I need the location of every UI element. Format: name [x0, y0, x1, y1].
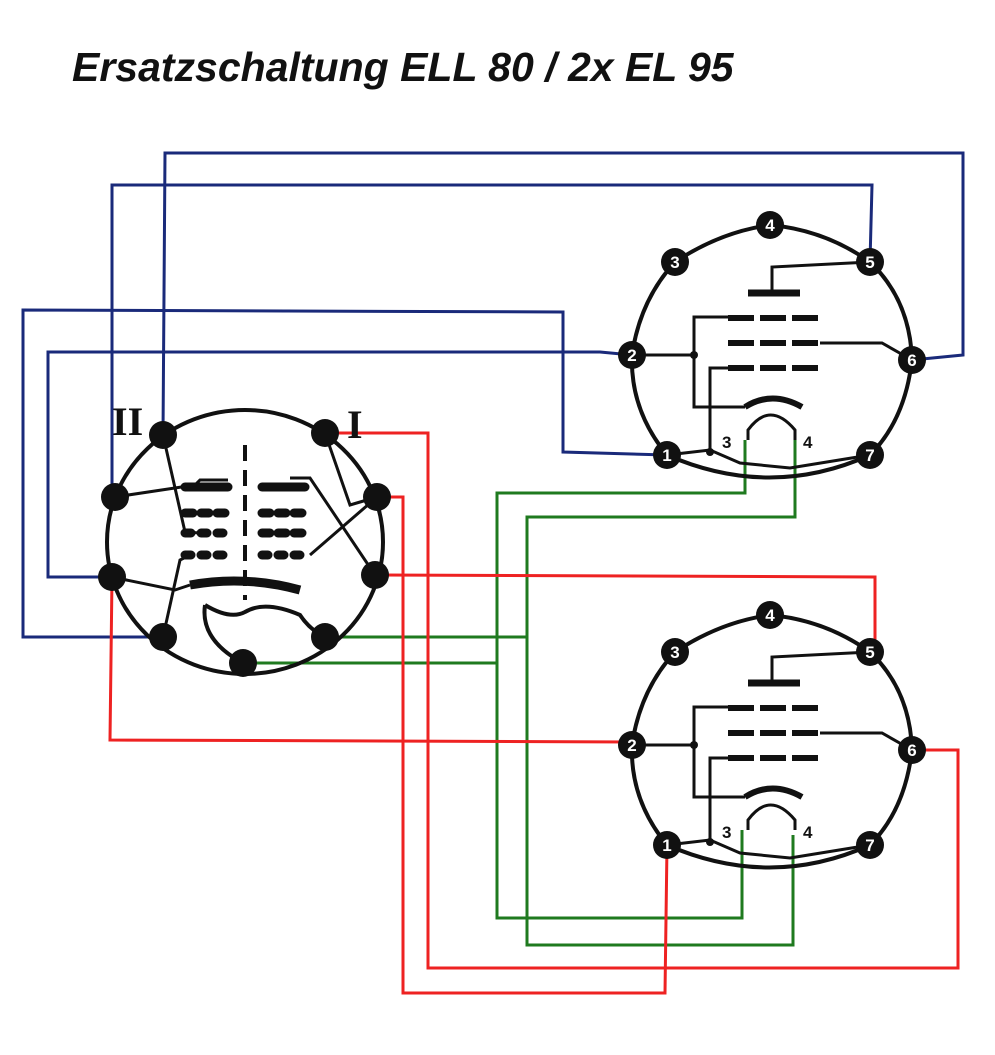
el95-bottom-pin-3	[661, 638, 689, 666]
el95-socket-top: 1 2 3 4 5 6 7 3 4	[618, 211, 926, 480]
wire-blue-1	[161, 151, 965, 436]
el95-bottom-heater-label-2: 4	[803, 823, 813, 842]
wire-green-2	[525, 637, 795, 947]
el95-top-pin-label-6: 6	[907, 351, 916, 370]
el95-bottom-pin-7	[856, 831, 884, 859]
el95-top-pin-label-4: 4	[765, 216, 775, 235]
el95-bottom-pin-label-5: 5	[865, 643, 874, 662]
el95-bottom-pin-label-1: 1	[662, 836, 671, 855]
system-label-i: I	[347, 402, 363, 447]
wire-blue-2	[110, 183, 874, 497]
diagram-title: Ersatzschaltung ELL 80 / 2x EL 95	[72, 44, 734, 90]
el95-bottom-pin-label-7: 7	[865, 836, 874, 855]
el95-bottom-pin-label-4: 4	[765, 606, 775, 625]
el95-bottom-pin-1	[653, 831, 681, 859]
ell80-socket	[98, 408, 391, 677]
system-label-ii: II	[112, 399, 143, 444]
el95-top-pin-5	[856, 248, 884, 276]
wire-green-4	[495, 663, 744, 920]
el95-bottom-pin-label-2: 2	[627, 736, 636, 755]
el95-bottom-pin-5	[856, 638, 884, 666]
el95-top-pin-4	[756, 211, 784, 239]
wire-red-3	[374, 573, 877, 657]
el95-top-heater-label-1: 3	[722, 433, 731, 452]
el95-bottom-pin-2	[618, 731, 646, 759]
el95-top-heater-label-2: 4	[803, 433, 813, 452]
el95-bottom-pin-label-3: 3	[670, 643, 679, 662]
wire-green-1	[325, 440, 797, 639]
el95-top-pin-2	[618, 341, 646, 369]
el95-bottom-pin-label-6: 6	[907, 741, 916, 760]
wire-red-2	[377, 495, 669, 995]
el95-socket-bottom: 1 2 3 4 5 6 7 3 4	[618, 601, 926, 870]
el95-top-pin-label-5: 5	[865, 253, 874, 272]
el95-top-pin-label-3: 3	[670, 253, 679, 272]
wire-red-4	[108, 576, 633, 744]
el95-top-pin-label-2: 2	[627, 346, 636, 365]
wire-blue-4	[21, 308, 668, 639]
el95-top-pin-6	[898, 346, 926, 374]
el95-bottom-heater-label-1: 3	[722, 823, 731, 842]
el95-top-pin-3	[661, 248, 689, 276]
el95-top-pin-1	[653, 441, 681, 469]
el95-top-pin-label-7: 7	[865, 446, 874, 465]
wire-blue-3	[46, 350, 633, 579]
wire-red-1	[325, 431, 960, 970]
el95-top-pin-7	[856, 441, 884, 469]
el95-bottom-pin-4	[756, 601, 784, 629]
el95-bottom-pin-6	[898, 736, 926, 764]
el95-top-pin-label-1: 1	[662, 446, 671, 465]
